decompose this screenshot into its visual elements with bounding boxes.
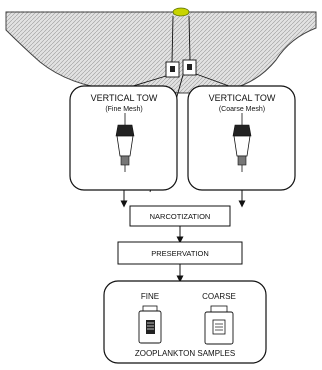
fine-sample-label: FINE: [141, 292, 159, 301]
narcotization-step: NARCOTIZATION: [129, 205, 231, 227]
vertical-tow-fine-box: VERTICAL TOW (Fine Mesh): [69, 85, 178, 191]
tow-fine-subtitle: (Fine Mesh): [105, 106, 142, 113]
fine-sample-jar-icon: [138, 305, 162, 344]
water-body: [5, 11, 317, 94]
samples-caption: ZOOPLANKTON SAMPLES: [135, 349, 235, 358]
coarse-sample-label: COARSE: [202, 292, 236, 301]
tow-coarse-subtitle: (Coarse Mesh): [219, 106, 265, 113]
plankton-net-coarse: [182, 59, 197, 76]
tow-coarse-title: VERTICAL TOW: [209, 93, 276, 103]
tow-fine-title: VERTICAL TOW: [91, 93, 158, 103]
preservation-label: PRESERVATION: [151, 249, 209, 258]
surface-float-marker: [172, 7, 190, 17]
narcotization-label: NARCOTIZATION: [150, 212, 211, 221]
coarse-mesh-net-icon: [232, 113, 252, 172]
coarse-sample-jar-icon: [204, 305, 234, 345]
arrows-to-narcotization: [120, 190, 246, 208]
plankton-net-fine: [165, 61, 180, 78]
vertical-tow-coarse-box: VERTICAL TOW (Coarse Mesh): [187, 85, 296, 191]
tow-lines: [171, 15, 191, 63]
preservation-step: PRESERVATION: [117, 241, 243, 265]
fine-mesh-net-icon: [115, 113, 135, 172]
zooplankton-samples-box: FINE COARSE ZOOPLANKTON SAMPLES: [103, 280, 267, 364]
